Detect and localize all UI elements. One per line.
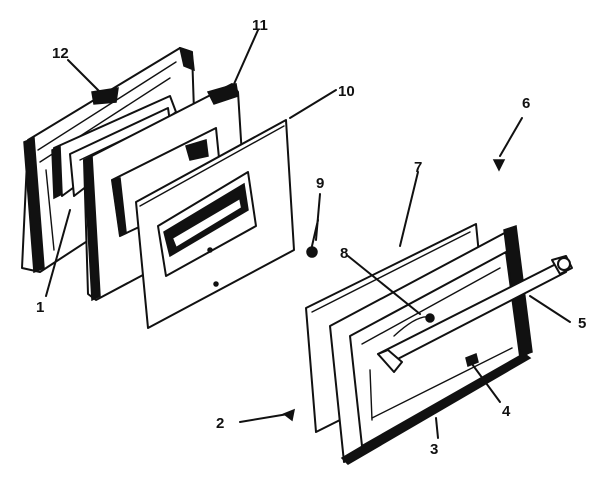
callout-3: 3 (430, 441, 438, 458)
screw-2 (282, 408, 296, 422)
callout-9: 9 (316, 175, 324, 192)
callout-8: 8 (340, 245, 348, 262)
callout-2: 2 (216, 415, 224, 432)
callout-10: 10 (338, 83, 355, 100)
callout-7: 7 (414, 159, 422, 176)
door-handle (377, 255, 573, 373)
callout-4: 4 (502, 403, 511, 420)
callout-6: 6 (522, 95, 530, 112)
leader-lines (45, 29, 571, 439)
door-outer-panel (135, 119, 295, 329)
screw-6 (492, 117, 523, 172)
callout-12: 12 (52, 45, 69, 62)
callout-11: 11 (252, 17, 268, 34)
callout-5: 5 (578, 315, 586, 332)
callout-1: 1 (36, 299, 44, 316)
